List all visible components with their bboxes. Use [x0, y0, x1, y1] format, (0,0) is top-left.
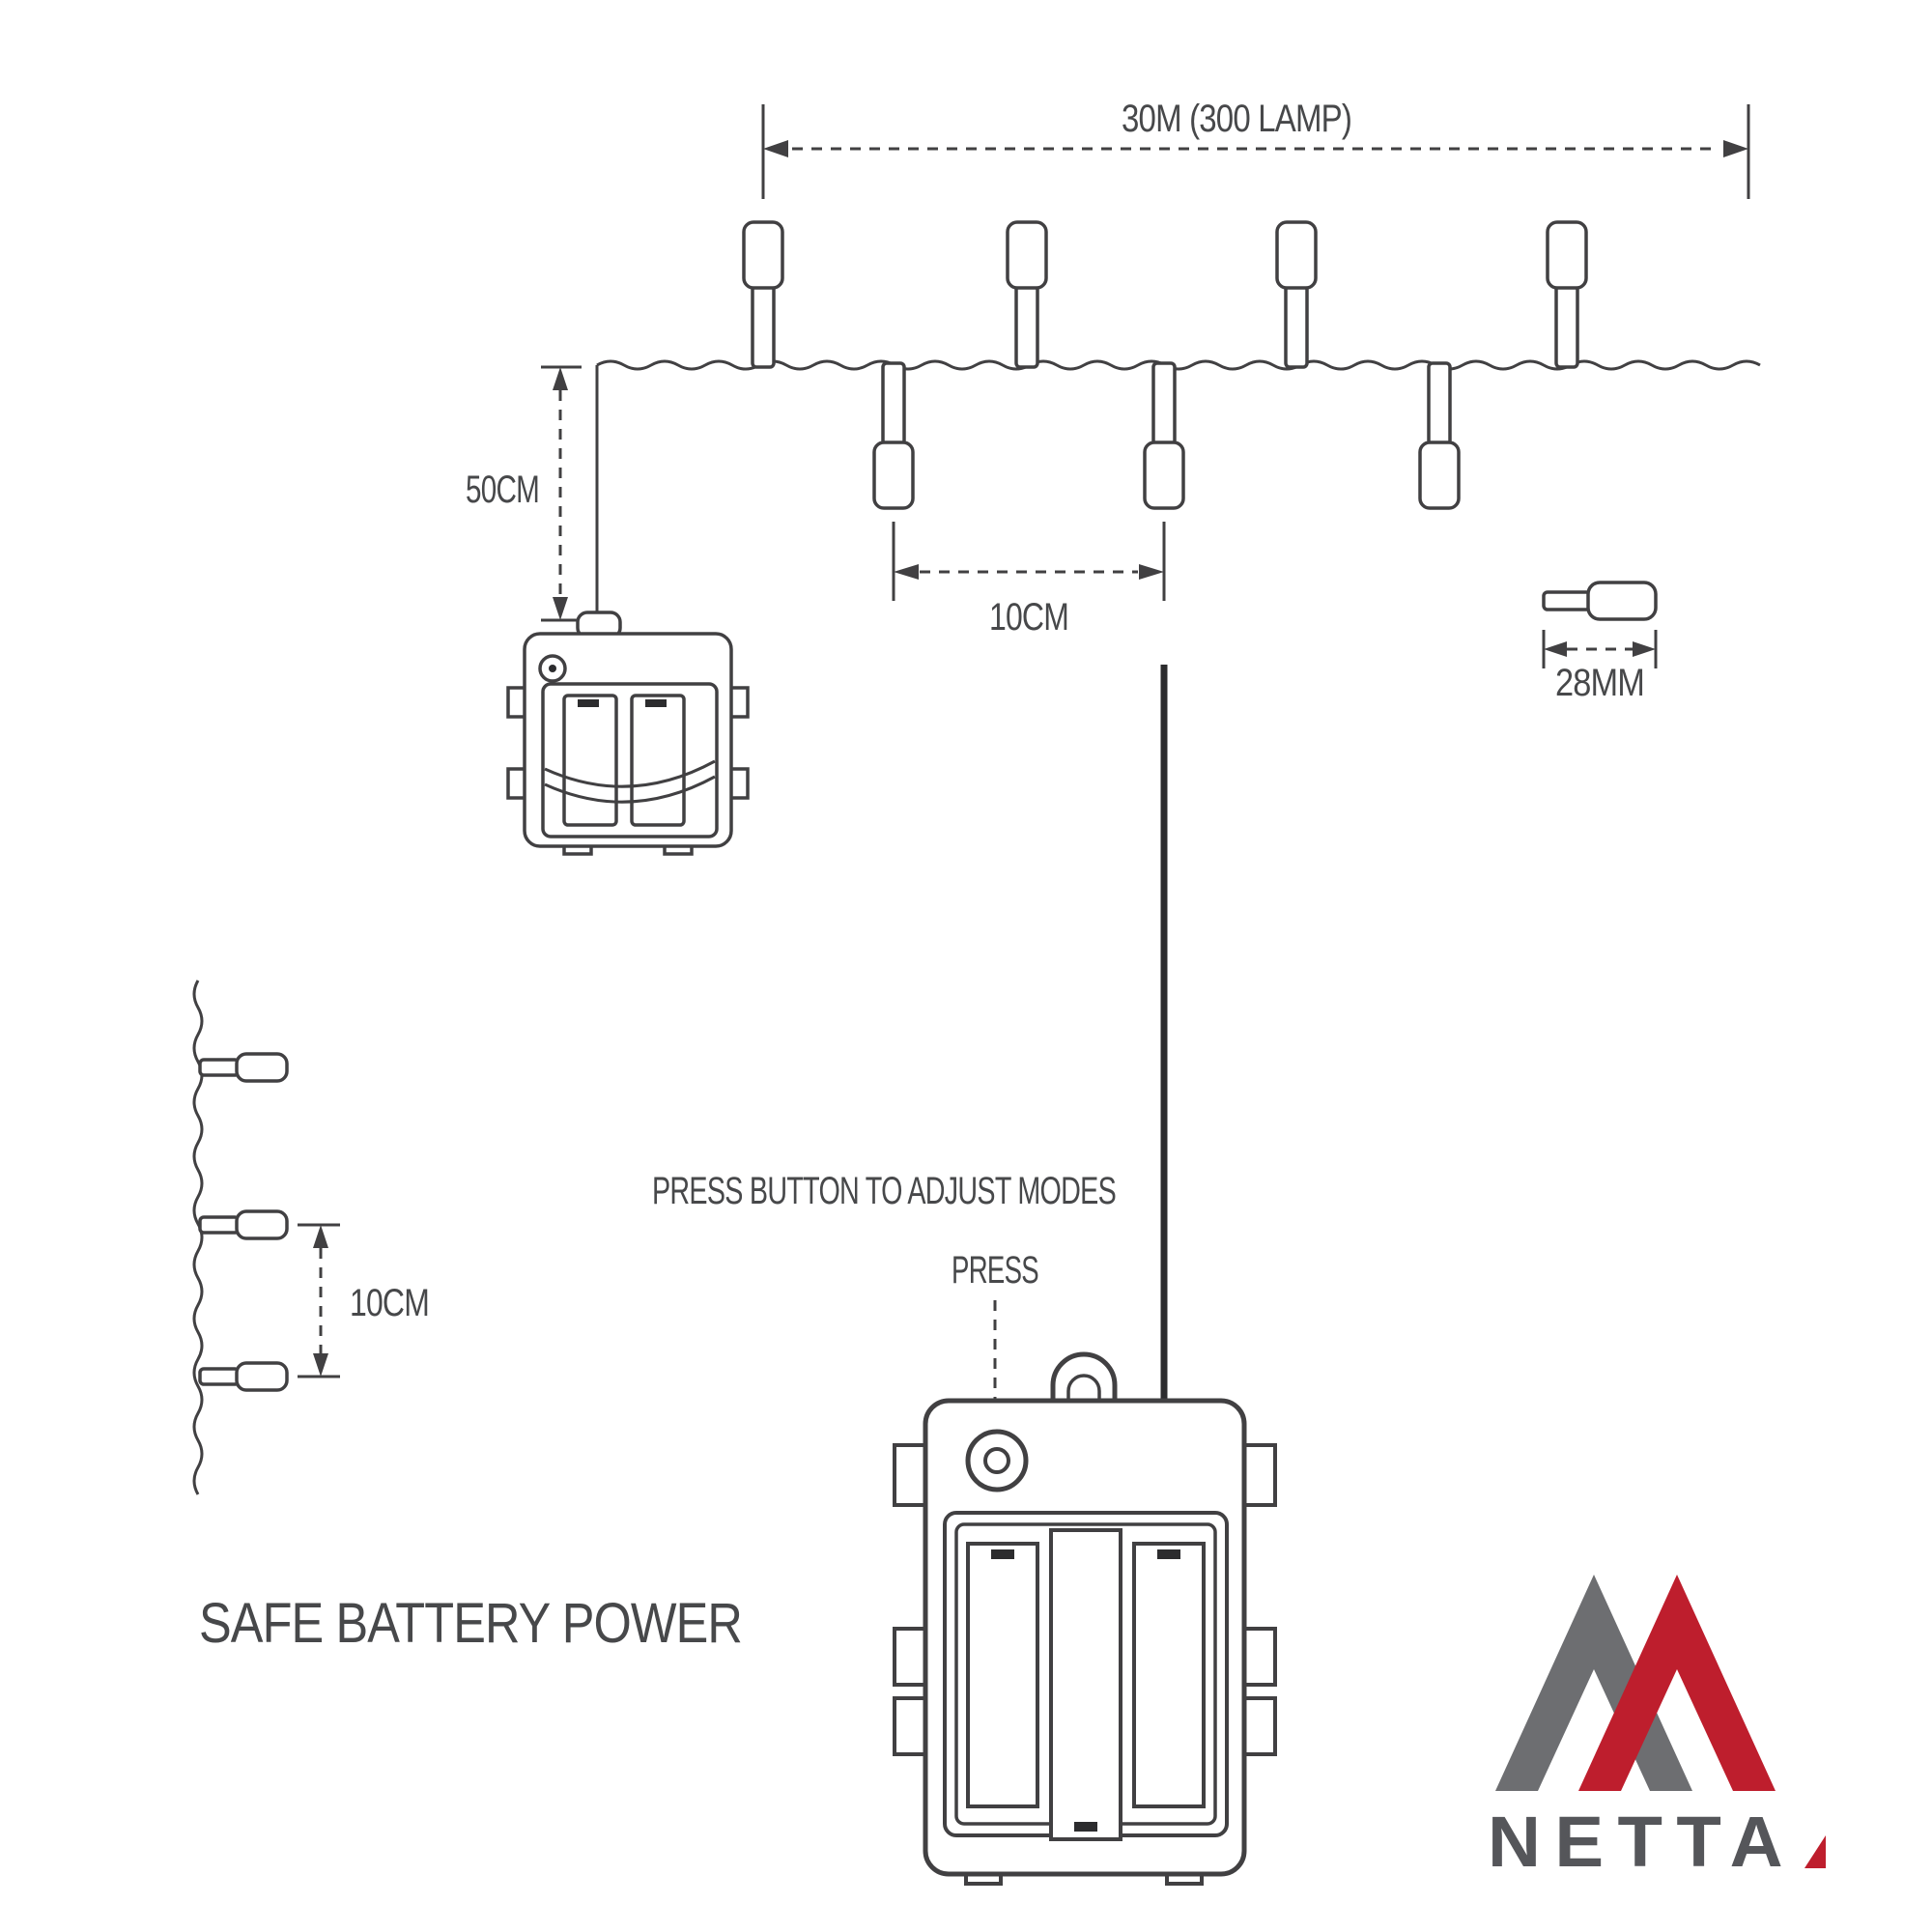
arrowhead-right — [1139, 564, 1164, 580]
press-instruction-label: PRESS BUTTON TO ADJUST MODES — [652, 1170, 1116, 1212]
bulb-up — [1275, 220, 1318, 369]
left-spacing-label: 10CM — [350, 1282, 429, 1324]
side-clip — [893, 1627, 929, 1687]
large-battery-box — [893, 1351, 1277, 1886]
battery-strap — [544, 775, 716, 804]
arrowhead-left — [894, 564, 919, 580]
battery — [966, 1542, 1039, 1808]
mode-button-center — [983, 1447, 1010, 1474]
bulb-cap — [872, 440, 915, 510]
hanger-loop-hole — [1066, 1374, 1101, 1403]
battery — [630, 694, 686, 827]
sample-bulb-28mm — [1542, 581, 1658, 621]
battery-terminal — [1074, 1822, 1097, 1832]
battery-terminal — [578, 699, 599, 707]
arrowhead-down — [313, 1353, 328, 1377]
logo-chevron-red — [1578, 1575, 1776, 1791]
side-clip — [1240, 1443, 1277, 1507]
bulb-socket — [1151, 361, 1177, 446]
brand-name: NETTA — [1488, 1802, 1797, 1882]
bulb-socket — [881, 361, 906, 446]
side-clip — [1240, 1696, 1277, 1756]
arrowhead-right — [1633, 641, 1656, 657]
arrowhead-left — [763, 140, 788, 157]
bulb-cap — [235, 1052, 289, 1083]
bulb-cap — [742, 220, 784, 290]
bulb-cap — [1143, 440, 1185, 510]
battery-terminal — [991, 1549, 1014, 1559]
bulb-socket — [198, 1215, 241, 1235]
side-clip — [893, 1443, 929, 1507]
mode-button-dot — [549, 665, 556, 672]
bulb-up — [742, 220, 784, 369]
side-clip — [893, 1696, 929, 1756]
bulb-socket — [1284, 284, 1309, 369]
arrowhead-right — [1723, 140, 1748, 157]
arrowhead-down — [553, 597, 568, 620]
bulb-spacing-label: 10CM — [989, 596, 1068, 639]
bulb-socket — [1554, 284, 1579, 369]
side-clip — [1240, 1627, 1277, 1687]
arrowhead-left — [1544, 641, 1567, 657]
battery-terminal — [1157, 1549, 1180, 1559]
bulb-cap — [1006, 220, 1048, 290]
small-battery-box — [506, 611, 750, 856]
logo-accent-mark — [1804, 1835, 1826, 1868]
dimension-drop-50cm: 50CM — [466, 365, 582, 622]
dimension-left-spacing: 10CM — [298, 1223, 430, 1378]
total-length-label: 30M (300 LAMP) — [1122, 98, 1351, 140]
bulb-cap — [235, 1361, 289, 1392]
battery-terminal — [645, 699, 667, 707]
bulb-socket — [198, 1058, 241, 1077]
bulb-socket — [1542, 590, 1592, 611]
bulb-down — [872, 361, 915, 510]
bulb-cap — [1418, 440, 1461, 510]
string-lights — [596, 220, 1761, 510]
bulb-cap — [1275, 220, 1318, 290]
bulb-socket — [198, 1367, 241, 1386]
dimension-total-length: 30M (300 LAMP) — [761, 98, 1750, 199]
bulb-up — [1006, 220, 1048, 369]
bulb-up — [1546, 220, 1588, 369]
left-string-sample — [192, 980, 289, 1495]
bulb-socket — [751, 284, 776, 369]
netta-logo: NETTA — [1488, 1575, 1826, 1882]
battery-strap — [544, 759, 716, 788]
bulb-cap — [235, 1209, 289, 1240]
arrowhead-up — [553, 367, 568, 390]
bulb-cap — [1586, 581, 1658, 621]
bulb-side — [198, 1361, 289, 1392]
bulb-side — [198, 1209, 289, 1240]
dimension-bulb-length: 28MM — [1542, 630, 1658, 704]
arrowhead-up — [313, 1225, 328, 1248]
bulb-socket — [1014, 284, 1039, 369]
bulb-cap — [1546, 220, 1588, 290]
bulb-down — [1418, 361, 1461, 510]
bulb-side — [198, 1052, 289, 1083]
battery-inverted — [1049, 1528, 1122, 1841]
bulb-down — [1143, 361, 1185, 510]
bulb-socket — [1427, 361, 1452, 446]
dimension-bulb-spacing: 10CM — [892, 522, 1166, 639]
battery — [562, 694, 618, 827]
twisted-wire-vertical — [192, 980, 204, 1495]
safe-battery-caption: SAFE BATTERY POWER — [199, 1592, 742, 1655]
bulb-length-label: 28MM — [1555, 662, 1644, 704]
press-label: PRESS — [952, 1249, 1038, 1292]
battery — [1132, 1542, 1206, 1808]
drop-length-label: 50CM — [466, 469, 539, 511]
